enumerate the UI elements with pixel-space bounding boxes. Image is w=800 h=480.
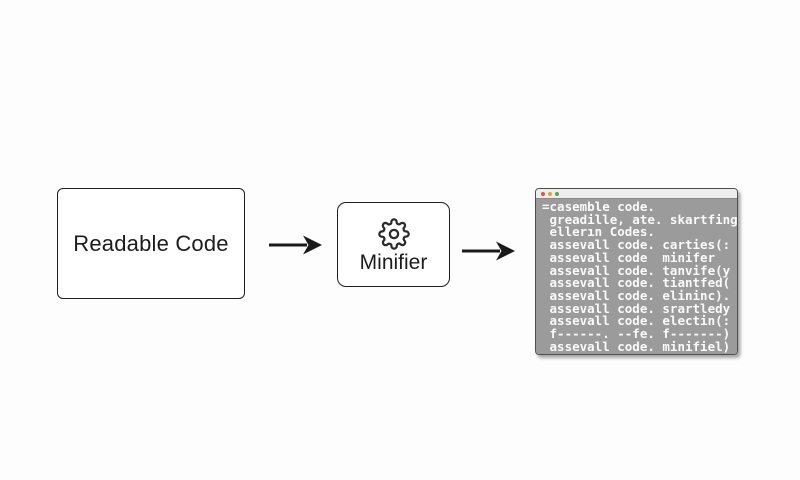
minifier-label: Minifier xyxy=(359,251,428,274)
terminal-titlebar xyxy=(536,189,737,199)
terminal-line: ellerın Codes. xyxy=(542,224,655,240)
gear-icon xyxy=(377,218,410,250)
close-window-icon xyxy=(541,191,545,196)
terminal-line: assevall code. tiantfed( xyxy=(542,275,731,291)
terminal-line: assevall code. minifiel) xyxy=(542,338,731,354)
terminal-line: greadille, ate. skartfing xyxy=(542,211,738,227)
minified-output-terminal: =casemble code. greadille, ate. skartfin… xyxy=(535,188,738,355)
arrow-right-icon xyxy=(462,241,515,261)
terminal-line: assevall code. carties(: xyxy=(542,237,731,253)
terminal-code-area: =casemble code. greadille, ate. skartfin… xyxy=(536,199,738,354)
terminal-line: =casemble code. xyxy=(542,199,655,214)
terminal-line: assevall code. elininc). xyxy=(542,287,731,303)
terminal-line: assevall code. srartledy xyxy=(542,300,731,316)
terminal-line: assevall code. electin(: xyxy=(542,313,731,329)
readable-code-node: Readable Code xyxy=(57,188,245,299)
readable-code-label: Readable Code xyxy=(73,230,229,256)
terminal-line: assevall code. tanvife(y xyxy=(542,262,731,278)
terminal-line: f------. --fe. f-------) xyxy=(542,326,731,342)
minifier-node: Minifier xyxy=(337,202,450,287)
minimize-window-icon xyxy=(548,191,552,196)
terminal-line: assevall code minifer xyxy=(542,249,716,265)
arrow-right-icon xyxy=(269,235,322,255)
zoom-window-icon xyxy=(555,191,559,196)
